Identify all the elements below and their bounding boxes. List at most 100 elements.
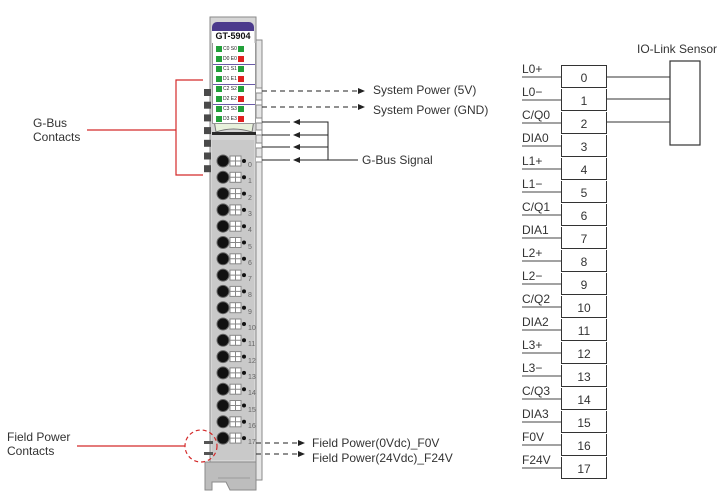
terminal-pin: 11: [561, 319, 607, 341]
gbus-contact-pad: [204, 127, 211, 135]
arrow-f0v-icon: [298, 440, 305, 446]
terminal-pin: 16: [561, 434, 607, 456]
io-link-sensor-box: [669, 60, 701, 146]
terminal-pin: 17: [561, 457, 607, 479]
spring-terminal: [216, 399, 246, 412]
pin-number: 3: [248, 210, 252, 218]
terminal-pin: 13: [561, 365, 607, 387]
led-label: S1: [230, 66, 237, 72]
gbus-contacts-bracket: [87, 79, 203, 176]
gbus-contact-pad: [204, 139, 211, 147]
led-label: C2: [223, 86, 230, 92]
led-row: C0 S0: [216, 45, 254, 54]
terminal-signal-label: DIA3: [522, 407, 549, 421]
led-label: C3: [223, 106, 230, 112]
spring-terminal: [216, 219, 246, 233]
terminal-signal-label: C/Q0: [522, 108, 551, 122]
spring-terminal: [216, 317, 246, 331]
terminal-signal-label: F24V: [522, 453, 551, 467]
spring-terminal: [216, 431, 246, 445]
terminal-signal-label: L1−: [522, 177, 543, 191]
module-model-label: GT-5904: [212, 31, 254, 43]
gbus-contacts-line-2: Contacts: [33, 130, 81, 144]
gbus-contacts-label: G-Bus Contacts: [33, 116, 80, 144]
right-contact-notches: [256, 87, 263, 163]
pin-number: 10: [248, 325, 256, 332]
terminal-signal-label: L1+: [522, 154, 543, 168]
status-led: [216, 45, 222, 52]
system-power-gnd-label: System Power (GND): [373, 103, 489, 117]
led-label: S3: [230, 106, 237, 112]
pin-number: 8: [248, 292, 252, 300]
field-power-contact: [204, 452, 213, 455]
pin-number: 2: [248, 194, 252, 202]
led-divider: [213, 64, 255, 65]
arrow-gbus-1-icon: [293, 119, 300, 125]
led-divider: [213, 84, 255, 85]
sensor-wires: [607, 76, 670, 123]
pin-number: 0: [248, 162, 252, 169]
status-led: [216, 95, 222, 102]
led-label: S2: [230, 86, 237, 92]
pin-number: 11: [248, 341, 256, 349]
status-led: [237, 85, 244, 92]
terminal-signal-label: L3+: [522, 338, 543, 352]
status-led: [237, 105, 244, 112]
pin-number: 17: [248, 439, 256, 447]
io-link-sensor-label: IO-Link Sensor: [637, 42, 718, 56]
spring-terminal: [216, 203, 246, 217]
terminal-pin: 4: [561, 158, 607, 180]
status-led: [237, 65, 244, 72]
terminal-pin: 5: [561, 181, 607, 203]
spring-terminal: [216, 268, 246, 282]
gbus-contact-pad: [204, 114, 211, 122]
gbus-signal-label: G-Bus Signal: [362, 153, 433, 167]
led-row: C3 S3: [216, 105, 254, 114]
led-row: C1 S1: [216, 65, 254, 74]
pin-number: 12: [248, 357, 256, 365]
led-label: E0: [230, 56, 237, 62]
terminal-pin: 12: [561, 342, 607, 364]
terminal-signal-label: L0−: [522, 85, 543, 99]
terminal-signal-label: L3−: [522, 361, 543, 375]
led-label: D2: [223, 96, 230, 102]
status-led: [237, 55, 244, 62]
field-power-contacts-line-2: Contacts: [7, 444, 55, 458]
spring-terminal: [216, 154, 246, 168]
field-power-contact: [204, 441, 213, 444]
terminal-pin: 1: [561, 89, 607, 111]
field-power-0v-label: Field Power(0Vdc)_F0V: [312, 436, 440, 450]
spring-terminal: [216, 236, 246, 249]
gbus-contacts-line-1: G-Bus: [33, 116, 68, 130]
pin-number: 9: [248, 308, 252, 316]
led-label: D3: [223, 116, 230, 122]
status-led: [216, 55, 222, 62]
terminal-pin: 15: [561, 411, 607, 433]
led-divider: [213, 104, 255, 105]
terminal-pin: 7: [561, 227, 607, 249]
status-led: [237, 45, 244, 52]
led-label: E1: [230, 76, 237, 82]
field-power-contacts-line-1: Field Power: [7, 430, 71, 444]
system-power-arrows: [262, 90, 358, 108]
terminal-signal-label: L2+: [522, 246, 543, 260]
terminal-pin: 14: [561, 388, 607, 410]
terminal-pin: 10: [561, 296, 607, 318]
terminal-block-top-edge: [561, 65, 607, 66]
arrow-gbus-3-icon: [293, 144, 300, 150]
led-row: D3 E3: [216, 115, 254, 124]
terminal-pin: 0: [561, 66, 607, 88]
led-row: C2 S2: [216, 85, 254, 94]
terminal-signal-label: C/Q1: [522, 200, 551, 214]
arrow-gbus-2-icon: [293, 132, 300, 138]
pin-number: 4: [248, 227, 252, 235]
gbus-contact-pad: [204, 152, 211, 160]
module-header-band: [212, 22, 254, 32]
spring-terminal: [216, 170, 246, 184]
led-label: D0: [223, 56, 230, 62]
terminal-signal-label: C/Q3: [522, 384, 551, 398]
field-power-arrows: [256, 442, 298, 455]
led-label: E3: [230, 116, 237, 122]
status-led: [216, 75, 222, 82]
